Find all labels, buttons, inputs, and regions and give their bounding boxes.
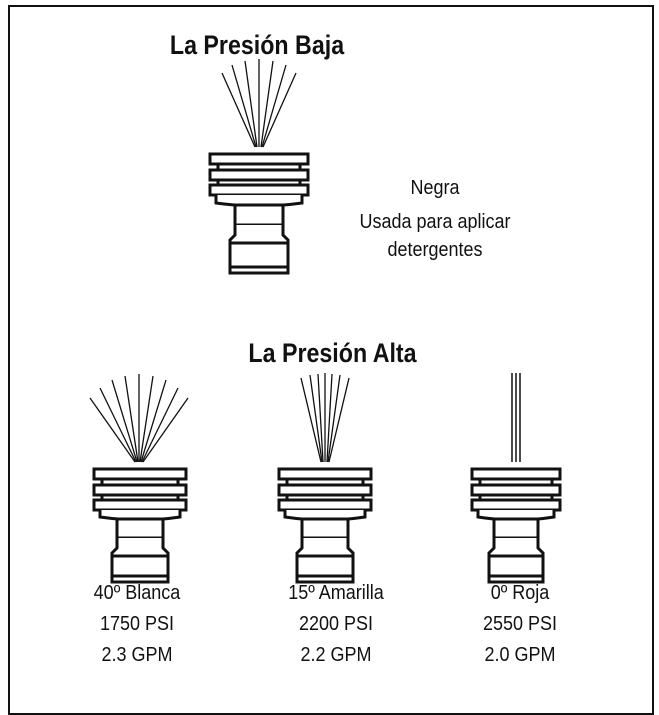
low-pressure-nozzle xyxy=(208,59,310,275)
high-pressure-title: La Presión Alta xyxy=(248,338,417,368)
nozzle-body xyxy=(92,467,188,584)
nozzle-gpm: 2.3 GPM xyxy=(101,644,173,666)
nozzle-15-degree xyxy=(277,373,373,584)
low-nozzle-use-line2: detergentes xyxy=(387,239,483,261)
nozzle-0-caption: 0º Roja 2550 PSI 2.0 GPM xyxy=(430,578,610,671)
nozzle-40-degree xyxy=(89,374,189,584)
nozzle-gpm: 2.2 GPM xyxy=(300,644,372,666)
nozzle-15-caption: 15º Amarilla 2200 PSI 2.2 GPM xyxy=(246,578,426,671)
low-nozzle-color: Negra xyxy=(410,177,460,199)
nozzle-body xyxy=(470,467,562,584)
nozzle-psi: 2200 PSI xyxy=(298,613,374,635)
spray-lines xyxy=(511,373,521,462)
nozzle-40-caption: 40º Blanca 1750 PSI 2.3 GPM xyxy=(47,578,227,671)
spray-lines xyxy=(89,374,189,463)
nozzle-psi: 1750 PSI xyxy=(99,613,175,635)
nozzle-psi: 2550 PSI xyxy=(482,613,558,635)
nozzle-body xyxy=(277,467,373,584)
diagram-frame xyxy=(8,5,654,715)
spray-lines xyxy=(300,373,350,463)
spray-lines xyxy=(221,59,297,148)
nozzle-label: 0º Roja xyxy=(490,582,550,604)
low-nozzle-use-line1: Usada para aplicar xyxy=(359,211,511,233)
nozzle-gpm: 2.0 GPM xyxy=(484,644,556,666)
low-nozzle-info: Negra Usada para aplicar detergentes xyxy=(332,174,539,264)
nozzle-0-degree xyxy=(470,373,562,584)
nozzle-body xyxy=(208,152,310,275)
nozzle-label: 15º Amarilla xyxy=(288,582,384,604)
low-pressure-title: La Presión Baja xyxy=(169,30,345,60)
nozzle-label: 40º Blanca xyxy=(93,582,181,604)
